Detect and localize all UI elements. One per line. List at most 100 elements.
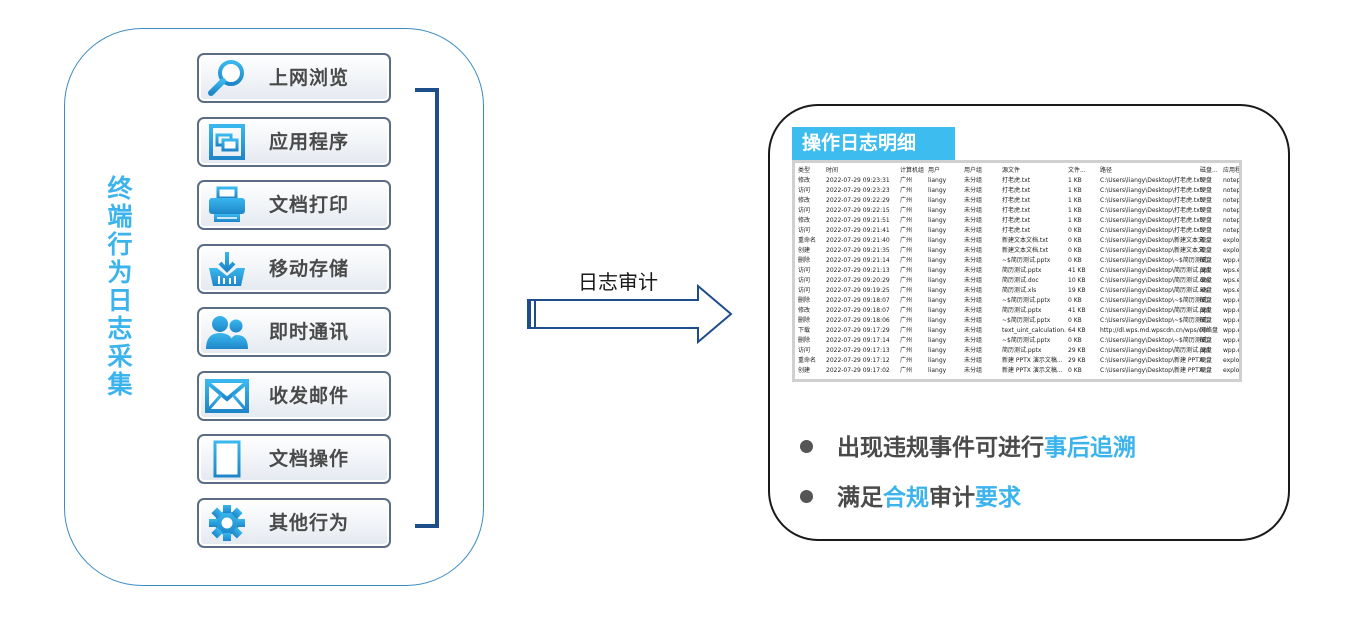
log-cell: 访问: [798, 287, 811, 294]
log-header-cell: 路径: [1100, 167, 1113, 174]
log-cell: C:\Users\liangy\Desktop\打老虎.txt: [1100, 207, 1203, 214]
log-cell: 硬盘: [1200, 337, 1213, 344]
log-cell: 未分组: [964, 287, 983, 294]
document-icon: [205, 440, 249, 478]
log-cell: 0 KB: [1068, 367, 1082, 374]
log-header-cell: 计算机组: [900, 167, 925, 174]
log-cell: ~$简历测试.pptx: [1002, 257, 1051, 264]
highlight-text: 要求: [975, 485, 1021, 511]
log-cell: 未分组: [964, 267, 983, 274]
log-cell: 广州: [900, 287, 913, 294]
log-cell: 新建文本文档.txt: [1002, 247, 1049, 254]
log-header-cell: 磁盘...: [1200, 167, 1218, 174]
log-cell: ~$简历测试.pptx: [1002, 297, 1051, 304]
log-cell: 29 KB: [1068, 357, 1086, 364]
log-cell: 广州: [900, 267, 913, 274]
log-cell: 硬盘: [1200, 367, 1213, 374]
log-cell: 硬盘: [1200, 287, 1213, 294]
log-cell: 简历测试.doc: [1002, 277, 1039, 284]
log-cell: 广州: [900, 177, 913, 184]
printer-icon: [205, 186, 249, 224]
log-cell: 广州: [900, 227, 913, 234]
log-cell: liangy: [928, 237, 947, 244]
log-cell: 未分组: [964, 327, 983, 334]
log-cell: 2022-07-29 09:21:35: [826, 247, 890, 254]
behavior-label: 移动存储: [269, 257, 350, 280]
log-cell: 广州: [900, 367, 913, 374]
log-cell: wps.exe: [1223, 277, 1241, 284]
behavior-label: 上网浏览: [269, 67, 350, 89]
log-header-cell: 文件...: [1068, 167, 1086, 174]
log-cell: 10 KB: [1068, 277, 1086, 284]
log-cell: 广州: [900, 297, 913, 304]
benefit-text: 审计: [929, 485, 975, 511]
log-cell: liangy: [928, 197, 947, 204]
log-cell: liangy: [928, 247, 947, 254]
log-cell: liangy: [928, 307, 947, 314]
log-cell: liangy: [928, 347, 947, 354]
log-cell: 简历测试.pptx: [1002, 307, 1042, 314]
log-cell: 2022-07-29 09:17:29: [826, 327, 890, 334]
log-cell: 访问: [798, 207, 811, 214]
log-cell: 打老虎.txt: [1002, 207, 1031, 214]
log-cell: 广州: [900, 187, 913, 194]
log-cell: 硬盘: [1200, 357, 1213, 364]
log-cell: 新建 PPTX 演示文稿...: [1002, 367, 1063, 374]
log-cell: notepad.exe: [1223, 227, 1241, 234]
log-cell: 2022-07-29 09:22:29: [826, 197, 890, 204]
log-cell: 硬盘: [1200, 217, 1213, 224]
log-cell: 2022-07-29 09:17:13: [826, 347, 890, 354]
log-cell: 访问: [798, 267, 811, 274]
log-cell: C:\Users\liangy\Desktop\~$简历测试...: [1100, 337, 1210, 344]
log-cell: 未分组: [964, 357, 983, 364]
log-cell: 29 KB: [1068, 347, 1086, 354]
log-cell: 简历测试.pptx: [1002, 267, 1042, 274]
log-cell: ~$简历测试.pptx: [1002, 337, 1051, 344]
log-cell: 重命名: [798, 237, 817, 244]
log-cell: 硬盘: [1200, 197, 1213, 204]
log-cell: 2022-07-29 09:21:51: [826, 217, 890, 224]
log-cell: 打老虎.txt: [1002, 217, 1031, 224]
log-cell: wpp.exe: [1223, 257, 1242, 264]
log-cell: 未分组: [964, 317, 983, 324]
log-cell: 0 KB: [1068, 227, 1082, 234]
log-cell: 访问: [798, 227, 811, 234]
log-cell: 新建 PPTX 演示文稿...: [1002, 357, 1063, 364]
log-cell: 硬盘: [1200, 177, 1213, 184]
log-cell: explorer.exe: [1223, 247, 1242, 254]
log-cell: 1 KB: [1068, 217, 1082, 224]
log-cell: C:\Users\liangy\Desktop\~$简历测试...: [1100, 317, 1210, 324]
log-cell: 硬盘: [1200, 317, 1213, 324]
gear-icon: [205, 504, 249, 542]
log-header-cell: 用户: [928, 167, 941, 174]
behavior-item: 其他行为: [197, 497, 391, 548]
log-cell: wpp.exe: [1223, 307, 1242, 314]
log-cell: liangy: [928, 257, 947, 264]
log-cell: liangy: [928, 367, 947, 374]
log-cell: 未分组: [964, 307, 983, 314]
log-cell: 2022-07-29 09:21:14: [826, 257, 890, 264]
log-cell: 创建: [798, 247, 811, 254]
log-cell: notepad.exe: [1223, 217, 1241, 224]
behavior-item: 文档打印: [197, 180, 391, 230]
log-cell: 重命名: [798, 357, 817, 364]
log-cell: 0 KB: [1068, 237, 1082, 244]
log-cell: 广州: [900, 247, 913, 254]
behavior-label: 即时通讯: [269, 321, 350, 343]
log-cell: 删除: [798, 317, 811, 324]
log-cell: 广州: [900, 307, 913, 314]
log-header-cell: 类型: [798, 167, 811, 174]
log-cell: 删除: [798, 297, 811, 304]
log-cell: notepad.exe: [1223, 207, 1241, 214]
log-header-cell: 时间: [826, 167, 839, 174]
log-cell: liangy: [928, 177, 947, 184]
log-cell: wpp.exe: [1223, 317, 1242, 324]
log-cell: liangy: [928, 267, 947, 274]
log-cell: 删除: [798, 337, 811, 344]
log-cell: 下载: [798, 327, 811, 334]
log-cell: C:\Users\liangy\Desktop\打老虎.txt: [1100, 227, 1203, 234]
log-cell: 广州: [900, 317, 913, 324]
log-cell: 硬盘: [1200, 277, 1213, 284]
log-cell: 0 KB: [1068, 337, 1082, 344]
log-cell: C:\Users\liangy\Desktop\简历测试.pptx: [1100, 307, 1210, 314]
